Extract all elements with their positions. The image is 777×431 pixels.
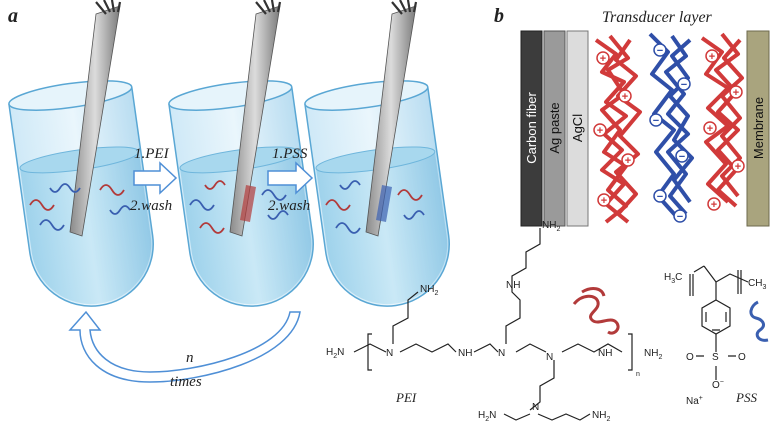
pei-h2n-left: H2N [326,347,344,360]
plus-charge-symbol: + [735,161,741,173]
plus-charge-marker: + [593,123,607,137]
pss-o-minus: O− [712,379,724,391]
transducer-title: Transducer layer [602,9,713,26]
plus-charge-marker: + [705,49,719,63]
minus-charge-symbol: − [653,115,659,127]
arrow-step1 [133,161,178,195]
agcl-layer: AgCl [566,30,589,227]
pss-s: S [712,352,719,363]
plus-charge-marker: + [597,193,611,207]
plus-charge-symbol: + [709,51,715,63]
pei-nh2-right: NH2 [644,348,662,361]
pei-n-1: N [386,348,393,359]
plus-charge-marker: + [703,121,717,135]
carbon-fiber-label: Carbon fiber [524,92,539,164]
pei-subscript-n: n [636,371,640,378]
plus-charge-symbol: + [733,87,739,99]
pei-n-3: N [546,352,553,363]
pei-n-lower: N [532,402,539,413]
tube-1-polymers [29,183,131,231]
repeat-n-label: n [186,350,194,366]
minus-charge-marker: − [675,149,689,163]
pei-tangle-right [700,32,744,208]
minus-charge-symbol: − [657,45,663,57]
minus-charge-marker: − [649,113,663,127]
ag-paste-layer: Ag paste [543,30,566,227]
pss-tangle-center [648,32,694,218]
pss-o-left: O [686,352,694,363]
pss-h3c: H3C [664,272,682,285]
arrow-step2 [267,161,314,195]
pei-nh2-topright: NH2 [542,220,560,233]
charge-markers: + + + + + + + + + + − − − − − − [593,43,745,223]
minus-charge-symbol: − [681,79,687,91]
plus-charge-marker: + [707,197,721,211]
pei-nh-branch: NH [506,280,520,291]
panel-b-label: b [494,5,504,27]
pei-tangle-left [594,34,642,224]
fiber-1 [69,0,122,237]
membrane-label: Membrane [751,97,766,159]
step1-label-2: 2.wash [130,198,172,214]
minus-charge-symbol: − [679,151,685,163]
pei-labels: NH2 NH2 NH H2N N NH N N NH n NH2 N H2N N… [326,220,662,423]
panel-a-label: a [8,5,18,27]
fiber-3 [365,0,418,237]
minus-charge-marker: − [673,209,687,223]
plus-charge-symbol: + [622,91,628,103]
plus-charge-symbol: + [711,199,717,211]
plus-charge-marker: + [596,51,610,65]
pei-nh2-lower: NH2 [592,410,610,423]
plus-charge-symbol: + [625,155,631,167]
pei-h2n-lower: H2N [478,410,496,423]
pss-ch3: CH3 [748,278,766,291]
plus-charge-marker: + [731,159,745,173]
plus-charge-symbol: + [600,53,606,65]
step1-label-1: 1.PEI [134,146,170,162]
step2-label-1: 1.PSS [272,146,308,162]
repeat-times-label: times [170,374,202,390]
pei-nh-2: NH [598,348,612,359]
pei-nh2-top: NH2 [420,284,438,297]
pss-chain-swatch [749,300,769,342]
agcl-label: AgCl [570,114,585,142]
minus-charge-symbol: − [657,191,663,203]
plus-charge-symbol: + [597,125,603,137]
tube-3-polymers [325,180,425,234]
plus-charge-marker: + [618,89,632,103]
plus-charge-marker: + [621,153,635,167]
minus-charge-marker: − [653,43,667,57]
pei-n-2: N [498,348,505,359]
pss-na: Na+ [686,395,703,407]
plus-charge-symbol: + [601,195,607,207]
pei-chain-swatch [572,287,620,335]
pei-structure [353,228,633,421]
tube-2-polymers [189,180,289,234]
membrane-layer: Membrane [746,30,770,227]
pss-name: PSS [735,390,757,405]
plus-charge-marker: + [729,85,743,99]
carbon-fiber-layer: Carbon fiber [520,30,543,227]
pss-structure [689,265,749,380]
fiber-2 [229,0,282,237]
pei-nh-1: NH [458,348,472,359]
repeat-arrow [68,310,301,383]
minus-charge-symbol: − [677,211,683,223]
minus-charge-marker: − [677,77,691,91]
step2-label-2: 2.wash [268,198,310,214]
pss-labels: H3C CH3 S O O O− Na+ [664,272,766,407]
minus-charge-marker: − [653,189,667,203]
pss-o-right: O [738,352,746,363]
ag-paste-label: Ag paste [547,102,562,153]
pei-name: PEI [395,390,417,405]
plus-charge-symbol: + [707,123,713,135]
